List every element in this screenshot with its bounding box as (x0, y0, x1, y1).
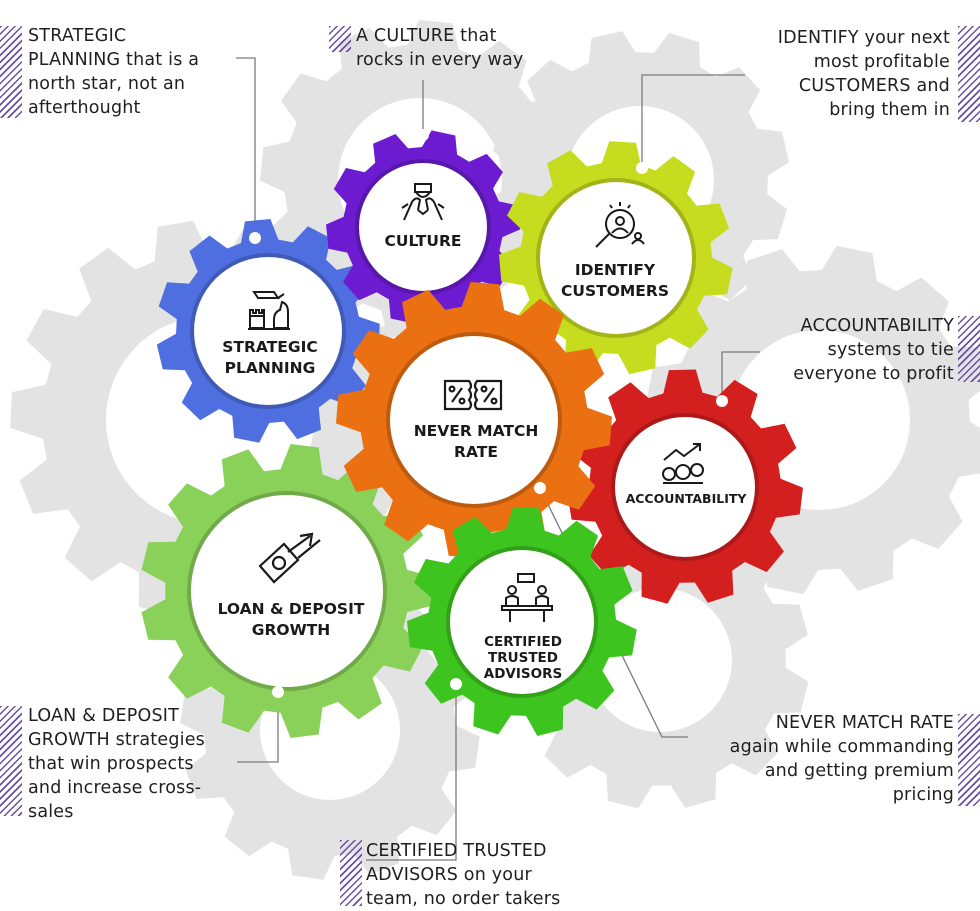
caption-line: and increase cross- (28, 778, 202, 798)
hatch-decoration (340, 840, 362, 906)
gear-label-line: TRUSTED (488, 650, 558, 666)
caption-line: team, no order takers (366, 889, 561, 909)
gear-label-line: LOAN & DEPOSIT (217, 600, 365, 618)
connector-dot (272, 686, 284, 698)
caption-strategic: STRATEGIC PLANNING that is a north star,… (28, 24, 199, 120)
caption-line: that win prospects (28, 754, 194, 774)
magnifier-customer-icon (595, 202, 645, 248)
caption-line: again while commanding (729, 737, 954, 757)
caption-line: everyone to profit (793, 364, 954, 384)
gear-face (540, 182, 692, 334)
gear-label-accountability: ACCOUNTABILITY (616, 488, 756, 509)
caption-line: LOAN & DEPOSIT (28, 706, 180, 726)
colored-gears (141, 130, 803, 738)
certified-gear (407, 507, 637, 736)
hatch-decoration (958, 26, 980, 122)
caption-line: systems to tie (827, 340, 954, 360)
gear-face (615, 417, 755, 557)
caption-line: ADVISORS on your (366, 865, 532, 885)
gear-label-line: PLANNING (224, 359, 316, 377)
hatch-decoration (958, 714, 980, 806)
caption-loan: LOAN & DEPOSIT GROWTH strategies that wi… (28, 704, 205, 824)
caption-line: and getting premium (764, 761, 954, 781)
gear-label-line: ACCOUNTABILITY (625, 491, 747, 506)
gear-label-line: STRATEGIC (222, 338, 318, 356)
caption-line: sales (28, 802, 74, 822)
gear-label-line: GROWTH (251, 621, 331, 639)
caption-line: STRATEGIC (28, 26, 127, 46)
caption-line: A CULTURE that (356, 26, 497, 46)
accountability-gear (567, 369, 803, 604)
caption-line: most profitable (813, 52, 950, 72)
leader-line (641, 74, 745, 168)
caption-line: PLANNING that is a (28, 50, 200, 70)
gear-label-never-match: NEVER MATCH RATE (396, 421, 556, 463)
teamwork-hands-icon (401, 183, 445, 221)
gear-label-line: RATE (454, 443, 498, 461)
connector-dot (636, 162, 648, 174)
caption-line: IDENTIFY your next (777, 28, 950, 48)
caption-line: CERTIFIED TRUSTED (366, 841, 547, 861)
gear-label-certified: CERTIFIED TRUSTED ADVISORS (463, 634, 583, 682)
gear-label-line: NEVER MATCH (413, 422, 539, 440)
caption-accountability: ACCOUNTABILITY systems to tie everyone t… (793, 314, 954, 386)
hatch-decoration (0, 26, 22, 118)
caption-line: afterthought (28, 98, 141, 118)
advisor-meeting-icon (501, 573, 553, 622)
connector-dot (417, 129, 429, 141)
caption-line: NEVER MATCH RATE (775, 713, 954, 733)
gear-face (191, 495, 383, 687)
caption-line: ACCOUNTABILITY (800, 316, 954, 336)
gear-label-line: ADVISORS (483, 666, 563, 682)
leader-line (366, 684, 457, 861)
chess-planning-icon (248, 291, 290, 330)
coins-growth-icon (662, 443, 704, 484)
gear-label-line: CULTURE (384, 232, 462, 250)
connector-dot (450, 678, 462, 690)
gear-face (194, 257, 342, 405)
gear-label-line: CERTIFIED (484, 634, 562, 650)
caption-never-match: NEVER MATCH RATE again while commanding … (730, 711, 954, 807)
leader-line (721, 351, 760, 401)
money-arrow-icon (258, 532, 321, 584)
caption-identify: IDENTIFY your next most profitable CUSTO… (778, 26, 950, 122)
connector-dots (249, 129, 728, 698)
gear-label-strategic: STRATEGIC PLANNING (196, 337, 344, 379)
hatch-decoration (329, 26, 351, 52)
connector-dot (716, 395, 728, 407)
gear-label-loan: LOAN & DEPOSIT GROWTH (196, 599, 386, 641)
caption-line: bring them in (829, 100, 950, 120)
hatch-decoration (0, 706, 22, 816)
caption-culture: A CULTURE that rocks in every way (356, 24, 523, 72)
gear-face (359, 163, 487, 291)
percent-ticket-icon (443, 379, 503, 411)
leader-line (237, 692, 279, 763)
connector-dot (534, 482, 546, 494)
gear-label-line: IDENTIFY (574, 261, 656, 279)
caption-line: GROWTH strategies (28, 730, 205, 750)
culture-gear (326, 130, 520, 324)
strategic-gear (156, 219, 380, 443)
loan-gear (141, 444, 434, 738)
connector-dot (249, 232, 261, 244)
caption-line: pricing (892, 785, 954, 805)
gear-face (390, 336, 558, 504)
gear-label-culture: CULTURE (353, 231, 493, 252)
caption-line: rocks in every way (356, 50, 524, 70)
gear-label-identify: IDENTIFY CUSTOMERS (545, 260, 685, 302)
leader-line (236, 57, 256, 238)
gear-label-line: CUSTOMERS (561, 282, 669, 300)
caption-line: CUSTOMERS and (798, 76, 950, 96)
caption-certified: CERTIFIED TRUSTED ADVISORS on your team,… (366, 839, 561, 911)
caption-line: north star, not an (28, 74, 186, 94)
gear-face (450, 550, 594, 694)
never-match-gear (336, 282, 612, 558)
hatch-decoration (958, 316, 980, 382)
